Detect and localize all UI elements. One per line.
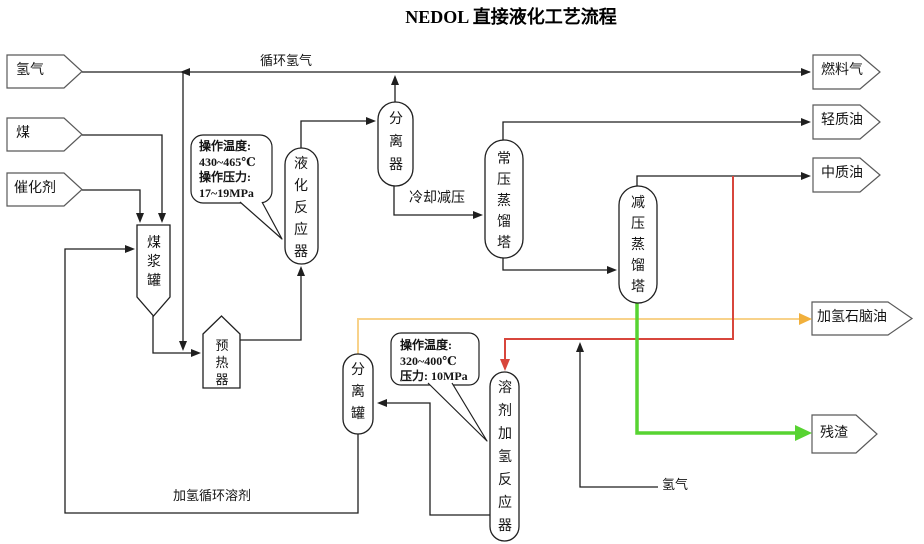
callout-bubble-liquefaction: [190, 134, 273, 204]
coal-slurry-tank-shape: [136, 224, 171, 317]
arrow-into-light-oil: [801, 118, 811, 126]
separation-tank-shape: [342, 353, 374, 435]
vacuum-tower-label: 减压蒸馏塔: [631, 196, 645, 295]
arrow-coal-into-tank: [158, 213, 166, 223]
coal-input-box: [6, 117, 83, 152]
arrow-into-medium-oil: [801, 172, 811, 180]
liquefaction-conditions-callout: 操作温度: 430~465℃ 操作压力: 17~19MPa: [199, 139, 256, 200]
solvent-reactor-conditions-callout: 操作温度: 320~400℃ 压力: 10MPa: [400, 338, 468, 383]
recycle-solvent-label: 加氢循环溶剂: [173, 488, 252, 503]
arrow-into-separator: [366, 117, 376, 125]
light-oil-label: 轻质油: [821, 113, 863, 128]
liquefaction-reactor-label: 液化反应器: [294, 157, 308, 260]
coal-slurry-tank-label: 煤浆罐: [147, 236, 161, 289]
medium-oil-label: 中质油: [821, 166, 863, 181]
separation-tank-label: 分离罐: [351, 363, 365, 422]
residue-label: 残渣: [820, 426, 848, 441]
diagram-title: NEDOL 直接液化工艺流程: [405, 7, 617, 27]
cooling-depressurization-label: 冷却减压: [409, 191, 465, 206]
line-separator-to-atm-tower: [393, 186, 480, 216]
arrow-yellow-into-naphtha: [799, 313, 812, 325]
medium-oil-output-box: [812, 157, 881, 193]
line-atm-tower-to-light-oil: [502, 121, 807, 140]
callout-tail-liquefaction: [239, 201, 283, 240]
arrow-recycle-hydrogen-left: [180, 68, 190, 76]
arrow-into-sep-tank: [377, 399, 387, 407]
separator-label: 分离器: [389, 112, 403, 173]
arrow-into-preheater: [191, 349, 201, 357]
line-atm-tower-to-vac-tower: [502, 258, 614, 271]
coal-input-label: 煤: [16, 126, 30, 141]
arrow-hydrogen-join-slurry: [179, 341, 187, 351]
arrow-red-into-solvent-reactor: [500, 359, 510, 371]
arrow-hydrogen-makeup-up: [576, 342, 584, 352]
arrow-into-vac-tower: [607, 266, 617, 274]
line-residue-green: [635, 303, 797, 435]
line-coal-feed: [82, 134, 163, 219]
line-reactor-to-separator: [300, 120, 373, 148]
line-catalyst-feed: [82, 189, 141, 219]
fuel-gas-output-box: [812, 54, 881, 90]
line-solvent-reactor-to-sep-tank: [379, 402, 495, 516]
atmospheric-tower-label: 常压蒸馏塔: [497, 152, 511, 251]
line-naphtha-yellow: [357, 318, 800, 354]
arrow-into-atm-tower: [473, 211, 483, 219]
solvent-reactor-label: 溶剂加氢反应器: [498, 381, 512, 534]
arrow-into-fuel-gas: [801, 68, 811, 76]
atmospheric-tower-shape: [484, 139, 524, 259]
hydrogen-input-label: 氢气: [16, 63, 44, 78]
hydro-naphtha-label: 加氢石脑油: [817, 310, 887, 325]
hydro-naphtha-output-box: [811, 301, 914, 336]
vacuum-tower-shape: [618, 185, 658, 304]
preheater-shape: [202, 315, 241, 389]
catalyst-input-box: [6, 172, 83, 207]
arrow-into-reactor-bottom: [297, 266, 305, 276]
line-slurry-to-preheater: [152, 316, 198, 354]
arrow-solvent-into-tank: [125, 245, 135, 253]
preheater-label: 预热器: [215, 338, 229, 387]
line-preheater-to-reactor: [240, 270, 302, 341]
light-oil-output-box: [812, 104, 881, 140]
callout-tail-solvent: [427, 382, 488, 442]
line-to-solvent-reactor-red: [504, 176, 734, 368]
line-vac-tower-to-medium-oil: [636, 175, 807, 186]
catalyst-input-label: 催化剂: [14, 181, 56, 196]
hydrogen-input-box: [6, 54, 83, 89]
arrow-separator-gas-up: [391, 75, 399, 85]
arrow-catalyst-into-tank: [136, 213, 144, 223]
solvent-reactor-shape: [489, 371, 520, 542]
line-recycle-solvent-return: [64, 248, 359, 514]
residue-output-box: [811, 414, 878, 454]
recycle-hydrogen-label: 循环氢气: [260, 53, 313, 68]
hydrogen-makeup-label: 氢气: [662, 477, 689, 492]
fuel-gas-label: 燃料气: [821, 63, 863, 78]
liquefaction-reactor-shape: [284, 147, 319, 265]
separator-shape: [377, 101, 414, 187]
line-hydrogen-makeup: [579, 345, 658, 488]
arrow-green-into-residue: [795, 425, 812, 441]
